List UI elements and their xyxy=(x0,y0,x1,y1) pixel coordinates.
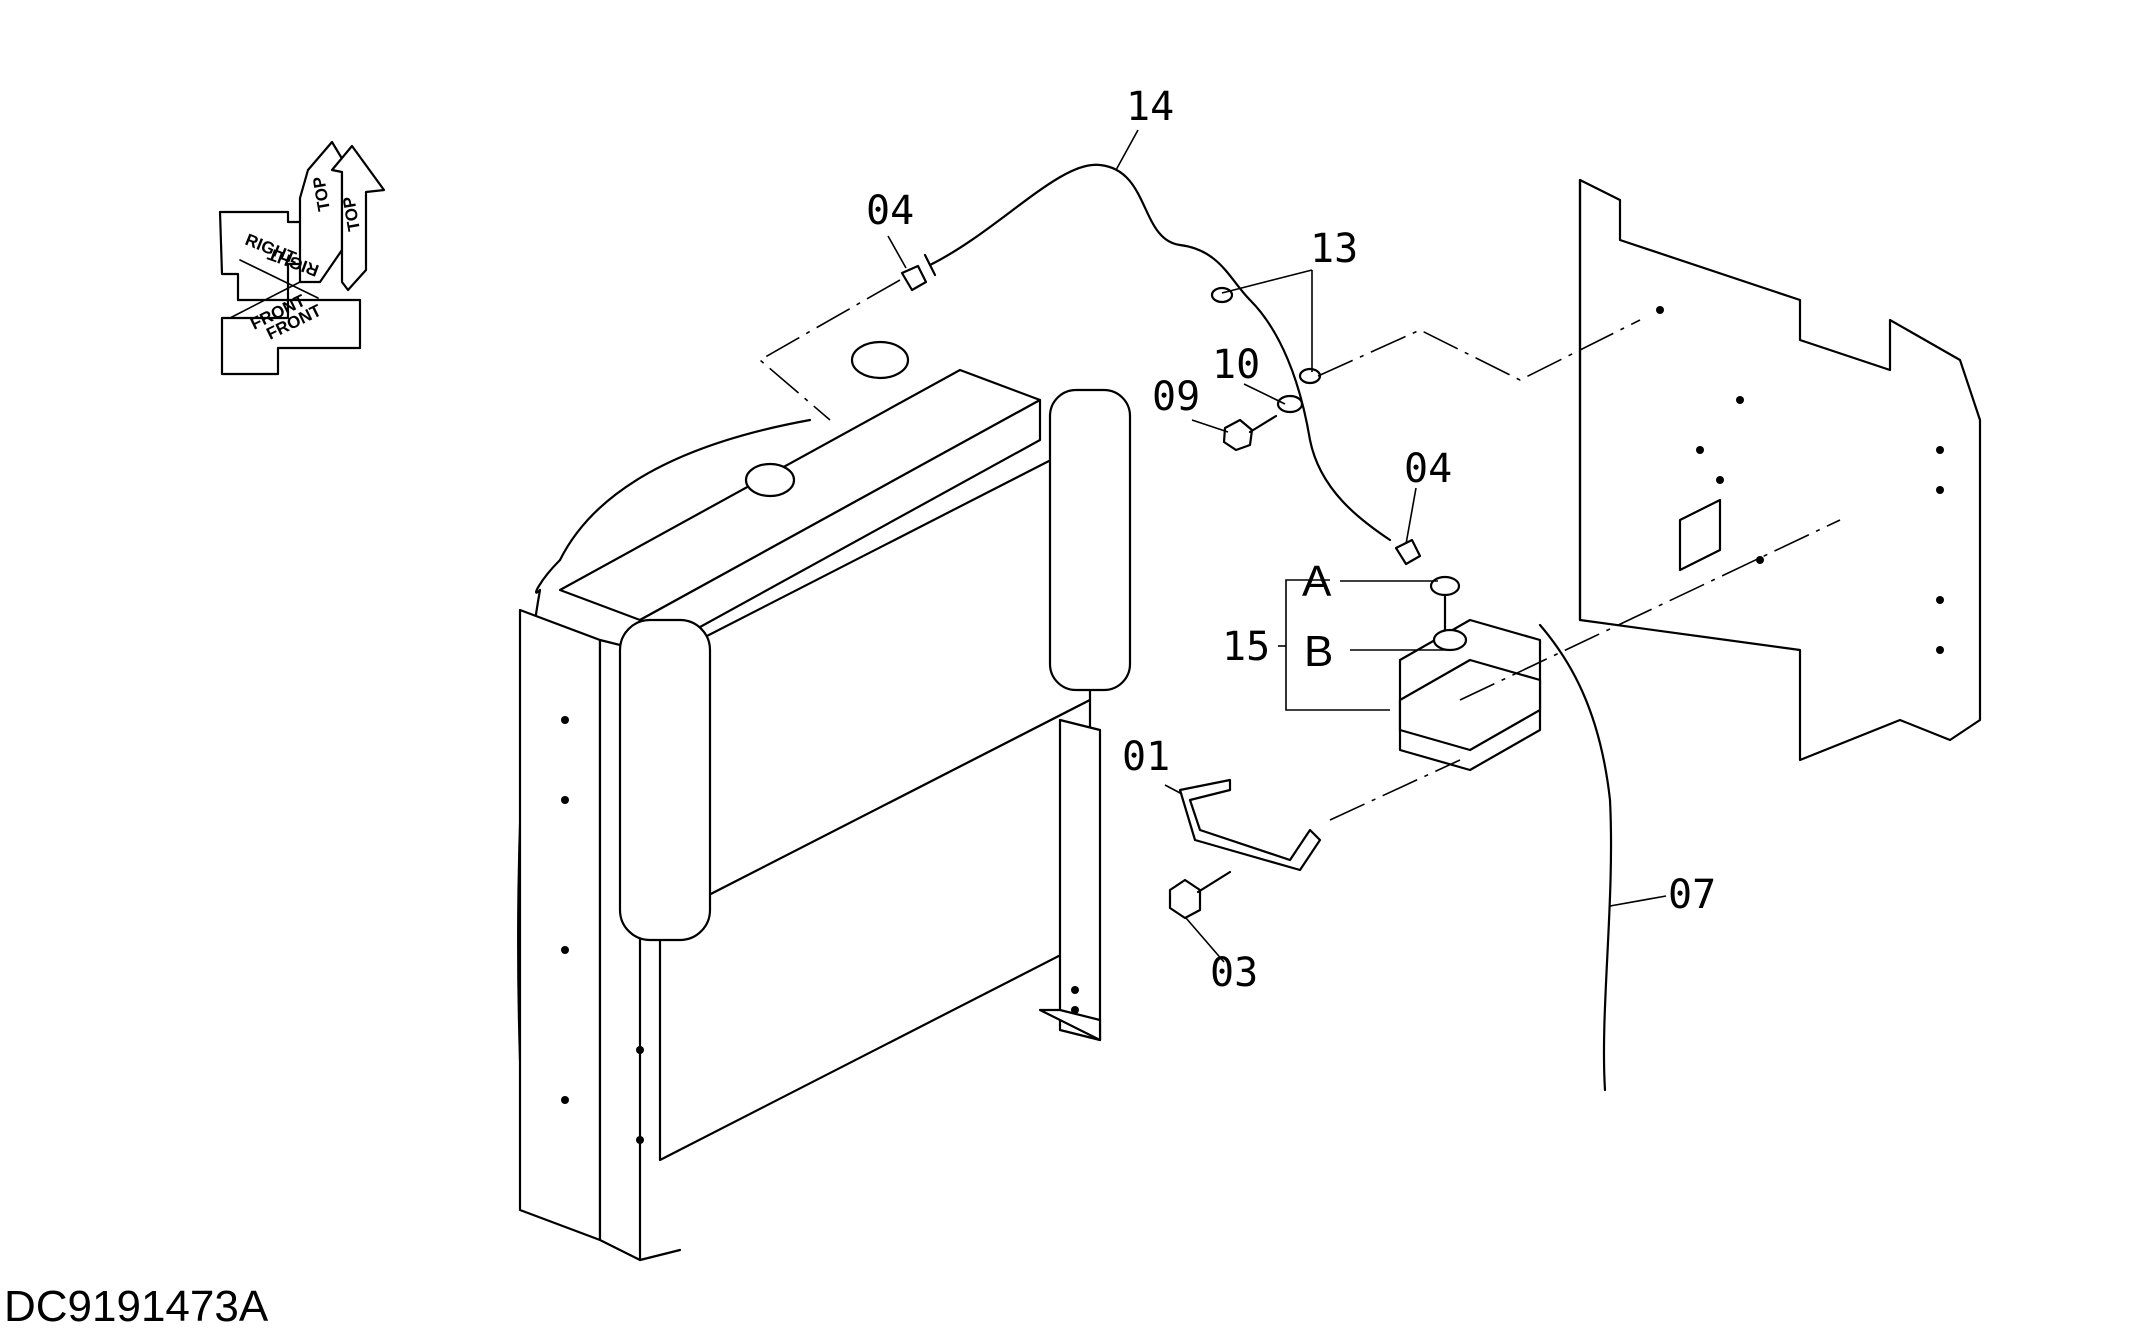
letter-a: A xyxy=(1302,557,1332,606)
hose-14 xyxy=(928,163,1392,542)
clamp-04-right xyxy=(1394,538,1422,566)
callouts: 14 04 13 10 09 04 15 01 07 03 A B xyxy=(866,84,1716,996)
bolt-09 xyxy=(1222,414,1278,452)
mounting-panel xyxy=(1578,178,1982,762)
callout-15: 15 xyxy=(1222,624,1270,670)
clamp-13-lower xyxy=(1298,367,1322,385)
leader-lines xyxy=(887,129,1667,963)
reservoir-tank-15 xyxy=(1398,575,1542,772)
callout-10: 10 xyxy=(1212,342,1260,388)
washer-10 xyxy=(1276,394,1304,414)
letter-b: B xyxy=(1304,627,1333,676)
assembly-lines xyxy=(758,279,1841,821)
radiator-assembly xyxy=(517,340,1132,1262)
callout-13: 13 xyxy=(1310,226,1358,272)
callout-04-right: 04 xyxy=(1404,446,1452,492)
callout-04-left: 04 xyxy=(866,188,914,234)
callout-07: 07 xyxy=(1668,872,1716,918)
bolt-03 xyxy=(1168,870,1232,920)
orientation-indicator: TOP TOP RIGHT RIGHT FRONT FRONT xyxy=(218,140,386,376)
callout-09: 09 xyxy=(1152,374,1200,420)
panel-holes xyxy=(1656,306,1944,654)
bracket-01 xyxy=(1178,778,1322,872)
overflow-hose-07 xyxy=(1538,623,1613,1092)
clamp-04-left xyxy=(900,264,928,292)
callout-01: 01 xyxy=(1122,734,1170,780)
radiator-bolt-holes xyxy=(561,716,1079,1144)
callout-14: 14 xyxy=(1126,84,1174,130)
drawing-code: DC9191473A xyxy=(4,1282,269,1331)
clamp-13-upper xyxy=(1210,286,1234,304)
callout-03: 03 xyxy=(1210,950,1258,996)
